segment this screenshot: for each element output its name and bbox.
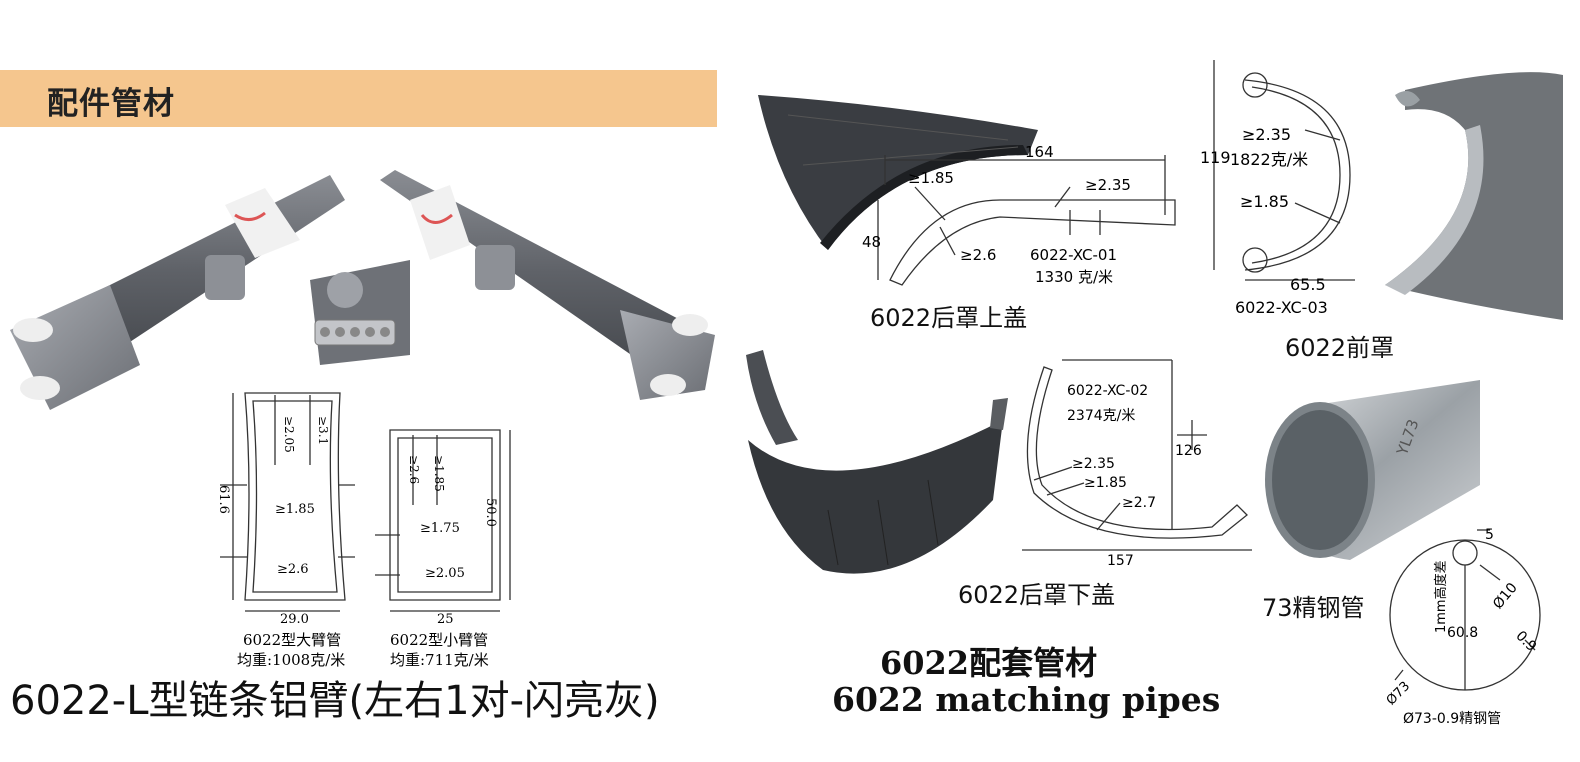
right-arm: [380, 170, 715, 400]
rear-top-weight: 1330 克/米: [1035, 268, 1113, 286]
steel-pipe-d5: 5: [1485, 527, 1494, 543]
front-photo: [1385, 72, 1563, 320]
rear-top-t1: ≥1.85: [908, 169, 954, 187]
section-banner: [0, 70, 717, 127]
steel-pipe-photo: YL73: [1265, 380, 1480, 560]
steel-pipe-diff: 1mm高度差: [1433, 560, 1449, 633]
front-drawing: 119 ≥2.35 1822克/米 ≥1.85 65.5 6022-XC-03: [1200, 60, 1355, 317]
large-tube-t2: ≥3.1: [316, 416, 330, 445]
rear-bottom-t3: ≥2.7: [1122, 495, 1156, 511]
steel-pipe-drawing: 5 Ø10 1mm高度差 60.8 0.9 Ø73 Ø73-0.9精钢管: [1385, 527, 1541, 727]
rear-top-photo: [758, 95, 1038, 250]
rear-top-t2: ≥2.35: [1085, 176, 1131, 194]
large-tube-width: 29.0: [280, 612, 309, 627]
steel-pipe-d73: Ø73: [1385, 679, 1413, 709]
rear-bottom-photo: [746, 350, 1008, 574]
small-tube-t1: ≥2.6: [407, 455, 421, 484]
small-tube-t3: ≥1.75: [420, 521, 460, 536]
arm-caption: 6022-L型链条铝臂(左右1对-闪亮灰): [10, 678, 660, 724]
rear-bottom-weight: 2374克/米: [1067, 408, 1135, 424]
front-t2: ≥1.85: [1240, 192, 1289, 211]
large-tube-height: 61.6: [216, 485, 231, 514]
arm-product-photo: [10, 170, 715, 410]
left-arm: [10, 175, 345, 410]
section-title: 配件管材: [47, 86, 175, 122]
front-height: 119: [1200, 148, 1231, 167]
rear-bottom-t1: ≥2.35: [1072, 456, 1115, 472]
front-width: 65.5: [1290, 275, 1326, 294]
rear-top-drawing: 164 48 ≥1.85 ≥2.35 ≥2.6 6022-XC-01 1330 …: [862, 145, 1176, 286]
large-tube-name: 6022型大臂管: [243, 631, 341, 649]
small-tube-width: 25: [437, 612, 454, 627]
large-tube-t1: ≥2.05: [282, 416, 296, 453]
rear-top-width: 164: [1025, 145, 1054, 161]
front-t1: ≥2.35: [1242, 125, 1291, 144]
rear-bottom-label: 6022后罩下盖: [958, 581, 1116, 609]
arm-tube-drawing: 61.6 ≥2.05 ≥3.1 ≥1.85 ≥2.6 29.0 ≥2.6 ≥1.…: [216, 392, 511, 669]
rear-top-height: 48: [862, 233, 881, 251]
steel-pipe-t: 0.9: [1512, 628, 1539, 655]
small-tube-weight: 均重:711克/米: [390, 651, 489, 669]
small-tube-height: 50.0: [483, 498, 498, 527]
small-tube-t2: ≥1.85: [432, 455, 446, 492]
steel-pipe-spec: Ø73-0.9精钢管: [1403, 711, 1501, 727]
matching-title-en: 6022 matching pipes: [832, 680, 1221, 719]
rear-top-label: 6022后罩上盖: [870, 304, 1028, 332]
steel-pipe-d10: Ø10: [1490, 580, 1521, 612]
front-weight: 1822克/米: [1230, 150, 1308, 169]
rear-bottom-drawing: 6022-XC-02 2374克/米 126 ≥2.35 ≥1.85 ≥2.7 …: [1022, 359, 1252, 569]
steel-pipe-label: 73精钢管: [1262, 594, 1365, 622]
front-code: 6022-XC-03: [1235, 298, 1328, 317]
small-tube-name: 6022型小臂管: [390, 631, 488, 649]
rear-bottom-code: 6022-XC-02: [1067, 383, 1148, 399]
large-tube-t4: ≥2.6: [277, 562, 309, 577]
rear-bottom-width: 157: [1107, 553, 1134, 569]
rear-top-code: 6022-XC-01: [1030, 246, 1117, 264]
rear-top-t3: ≥2.6: [960, 246, 996, 264]
front-label: 6022前罩: [1285, 334, 1395, 362]
rear-bottom-t2: ≥1.85: [1084, 475, 1127, 491]
large-tube-weight: 均重:1008克/米: [237, 651, 345, 669]
steel-pipe-h: 60.8: [1447, 625, 1478, 641]
chain-joint: [310, 260, 410, 365]
small-tube-t4: ≥2.05: [425, 566, 465, 581]
large-tube-t3: ≥1.85: [275, 502, 315, 517]
rear-bottom-height: 126: [1175, 443, 1202, 459]
matching-title-cn: 6022配套管材: [880, 644, 1098, 682]
